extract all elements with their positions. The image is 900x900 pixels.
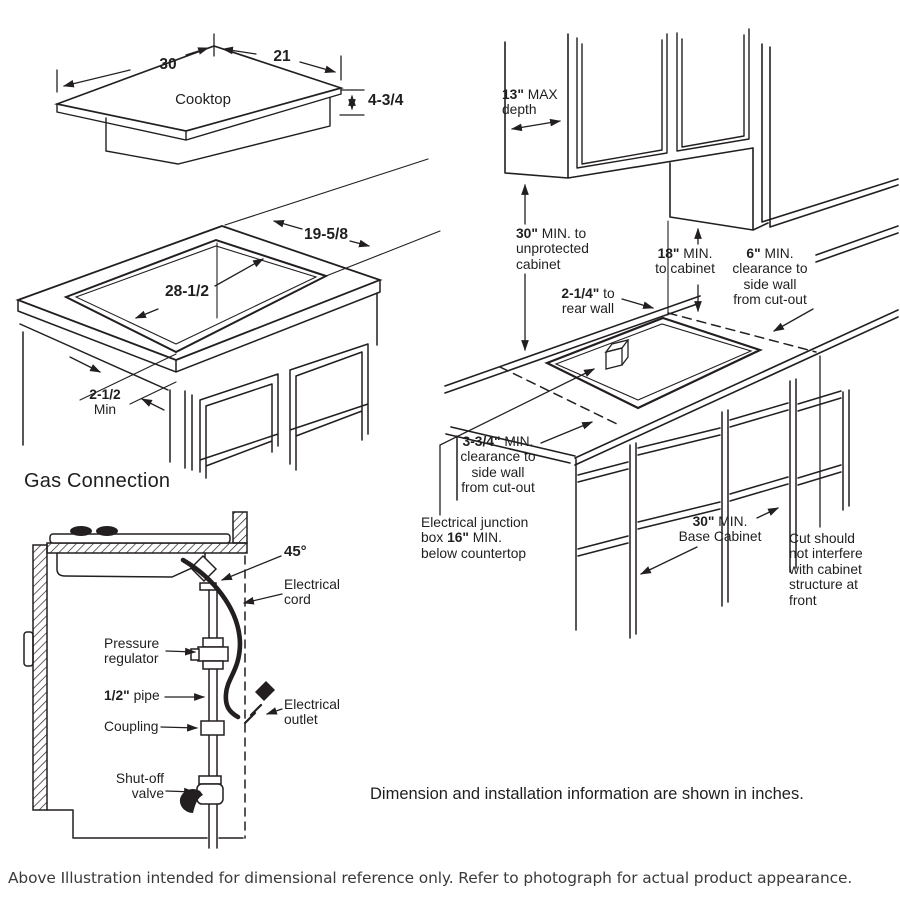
dimension-arrows bbox=[439, 118, 821, 575]
dim-4-34-label: 4-3/4 bbox=[368, 92, 404, 109]
max-depth-label: 13" MAX depth bbox=[502, 87, 558, 118]
junction-box bbox=[604, 338, 630, 370]
cabinet-body bbox=[19, 292, 378, 479]
dimension-arrows bbox=[62, 46, 356, 111]
half-inch-pipe-label: 1/2" pipe bbox=[104, 688, 160, 703]
cooktop-tub bbox=[56, 552, 206, 578]
gas-connection-title: Gas Connection bbox=[24, 470, 171, 492]
min-18-cabinet-label: 18" MIN. to cabinet bbox=[655, 246, 715, 277]
leader-arrows bbox=[160, 555, 283, 796]
plug bbox=[255, 681, 275, 701]
inches-note: Dimension and installation information a… bbox=[370, 785, 804, 803]
coupling-fitting bbox=[200, 720, 225, 736]
countertop bbox=[444, 225, 899, 466]
pressure-regulator-fitting bbox=[190, 637, 229, 670]
junction-box-label: Electrical junction box 16" MIN. below c… bbox=[421, 515, 529, 561]
dimension-arrows bbox=[69, 220, 371, 411]
gas-connection-drawing bbox=[23, 511, 283, 849]
angle-45-label: 45° bbox=[284, 543, 307, 560]
countertop-section bbox=[46, 542, 248, 554]
cabinet-floor bbox=[46, 809, 244, 839]
dim-19-58-label: 19-5/8 bbox=[304, 226, 348, 243]
min-30-unprotected-label: 30" MIN. to unprotected cabinet bbox=[516, 226, 589, 272]
wall-cabinets bbox=[504, 28, 769, 231]
min-6-sidewall-label: 6" MIN. clearance to side wall from cut-… bbox=[732, 246, 808, 308]
cabinet-handle bbox=[23, 631, 34, 667]
dim-21-label: 21 bbox=[273, 48, 291, 65]
dim-28-12-label: 28-1/2 bbox=[165, 283, 209, 300]
outlet-marks bbox=[243, 703, 263, 725]
electrical-outlet-label: Electrical outlet bbox=[284, 697, 340, 728]
pressure-regulator-label: Pressure regulator bbox=[104, 636, 160, 667]
installation-isometric-drawing bbox=[439, 28, 899, 639]
dim-30-label: 30 bbox=[159, 56, 177, 73]
cutout-isometric-drawing bbox=[15, 158, 441, 479]
burner-knob bbox=[96, 526, 118, 536]
clearance-dashed-right bbox=[667, 312, 817, 353]
burner-knob bbox=[70, 526, 92, 536]
footer-disclaimer: Above Illustration intended for dimensio… bbox=[8, 869, 853, 887]
clearance-dashed-left bbox=[499, 366, 618, 425]
coupling-label: Coupling bbox=[104, 719, 159, 734]
countertop-cutout bbox=[544, 316, 763, 410]
cooktop-isometric-drawing bbox=[53, 33, 365, 165]
cut-note-label: Cut should not interfere with cabinet st… bbox=[789, 531, 863, 608]
cooktop-profile bbox=[49, 533, 231, 544]
cabinet-side-wall bbox=[32, 544, 48, 811]
rear-wall-label: 2-1/4" to rear wall bbox=[561, 286, 615, 317]
electrical-cord-line bbox=[180, 557, 243, 720]
base-cabinet-label: 30" MIN. Base Cabinet bbox=[678, 514, 762, 545]
side-wall bbox=[761, 43, 899, 228]
cooktop-label: Cooktop bbox=[175, 91, 231, 108]
rear-wall-section bbox=[232, 511, 248, 544]
min-3-34-sidewall-label: 3-3/4" MIN. clearance to side wall from … bbox=[460, 434, 536, 496]
45-degree-fitting bbox=[189, 554, 218, 583]
cooktop-tray bbox=[105, 97, 331, 165]
gas-pipe bbox=[208, 589, 218, 849]
electrical-cord-label: Electrical cord bbox=[284, 577, 340, 608]
